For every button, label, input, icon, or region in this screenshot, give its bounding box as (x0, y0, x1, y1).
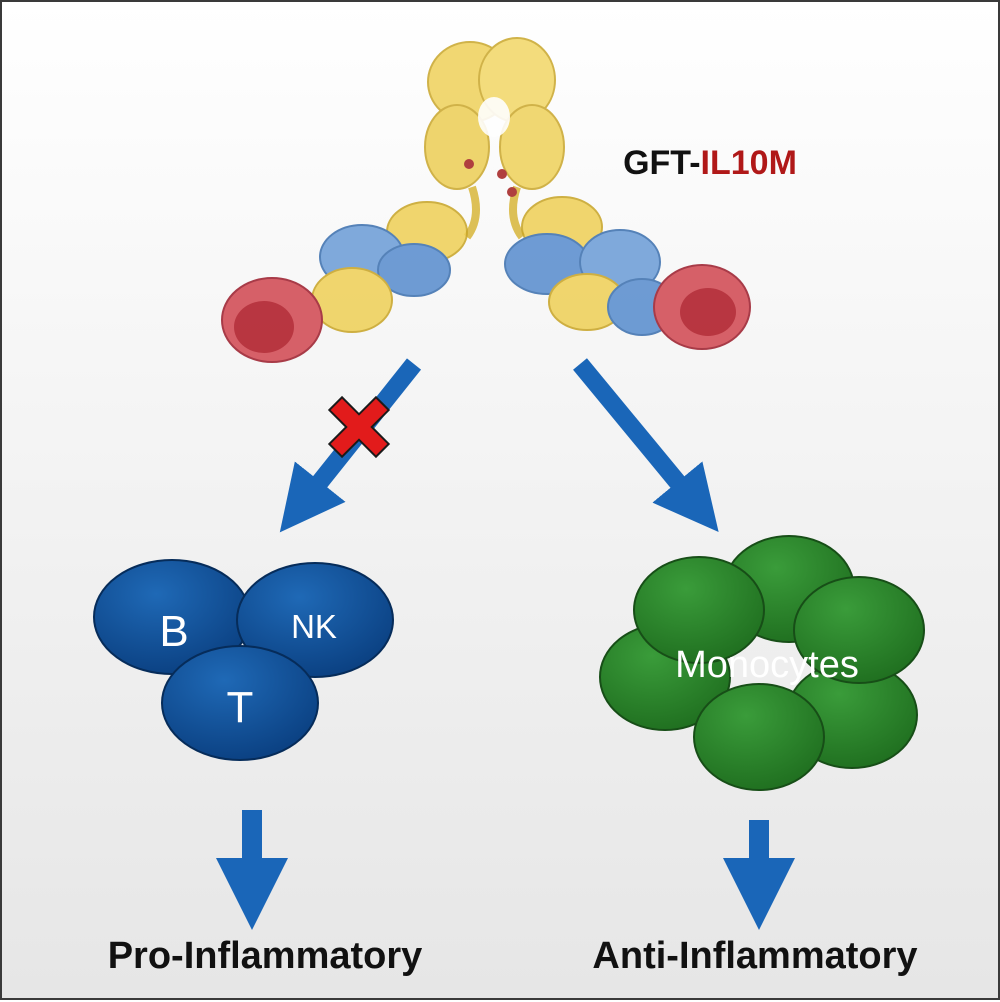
monocyte-cluster: Monocytes (599, 535, 925, 791)
monocyte-cell (793, 576, 925, 684)
right-fab-arm (504, 196, 751, 350)
nk-cell (236, 562, 394, 678)
anti-inflammatory-label: Anti-Inflammatory (592, 935, 917, 977)
fc-region (424, 37, 565, 240)
t-cell (161, 645, 319, 761)
monocyte-cell (633, 556, 765, 664)
nk-cell-label: NK (291, 608, 337, 645)
t-cell-label: T (227, 683, 254, 732)
left-fab-arm (221, 201, 468, 363)
monocyte-cell (693, 683, 825, 791)
pro-inflammatory-label: Pro-Inflammatory (108, 935, 423, 977)
arrow-to-monocytes (573, 358, 719, 532)
lymphocyte-cluster: B NK T (93, 559, 394, 761)
monocytes-label: Monocytes (675, 644, 859, 686)
molecule-title: GFT-IL10M (623, 144, 797, 182)
b-cell-label: B (159, 607, 188, 656)
red-x-icon (327, 395, 391, 459)
antibody-fusion-protein-icon (221, 37, 751, 363)
